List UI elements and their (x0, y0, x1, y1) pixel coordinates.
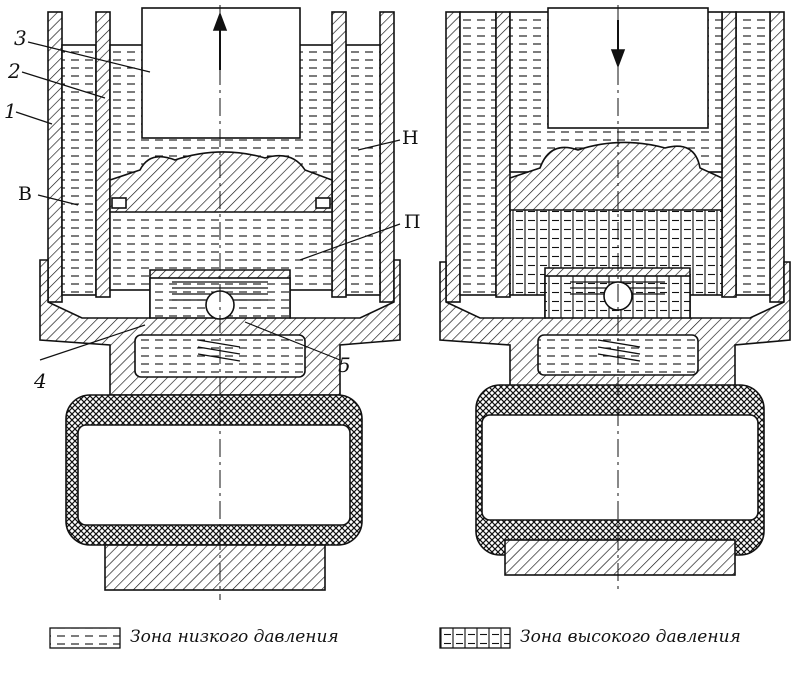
piston-r (509, 141, 723, 211)
outer-wall-left-r (445, 11, 461, 303)
left-leaders (15, 41, 401, 361)
label-chamber-b: В (18, 183, 32, 205)
chamber-left-r (459, 11, 497, 296)
legend-high-pressure: Зона высокого давления (520, 627, 741, 647)
label-2: 2 (7, 59, 21, 83)
chamber-h-fluid (345, 44, 381, 296)
inner-wall-right-r (721, 11, 737, 298)
outer-wall-left (47, 11, 63, 303)
left-view (39, 5, 401, 600)
label-5: 5 (338, 353, 351, 377)
inner-wall-right (331, 11, 347, 298)
bushing-sleeve-r (481, 414, 759, 521)
label-chamber-h: Н (402, 127, 419, 149)
label-4: 4 (33, 369, 47, 393)
legend-low-pressure: Зона низкого давления (130, 627, 339, 647)
label-1: 1 (4, 99, 17, 123)
chamber-b-fluid (61, 44, 97, 296)
inner-wall-left-r (495, 11, 511, 298)
chamber-right-r (735, 11, 771, 296)
piston-rod-r (547, 7, 709, 129)
right-view (439, 5, 791, 590)
outer-wall-right-r (769, 11, 785, 303)
label-3: 3 (14, 26, 27, 50)
piston (109, 151, 333, 213)
inner-wall-left (95, 11, 111, 298)
legend-swatch-high (439, 627, 511, 649)
legend-swatch-low (49, 627, 121, 649)
bushing-sleeve (77, 424, 351, 526)
label-piston: П (404, 211, 421, 233)
valve-spring-lower (197, 339, 241, 362)
outer-wall-right (379, 11, 395, 303)
